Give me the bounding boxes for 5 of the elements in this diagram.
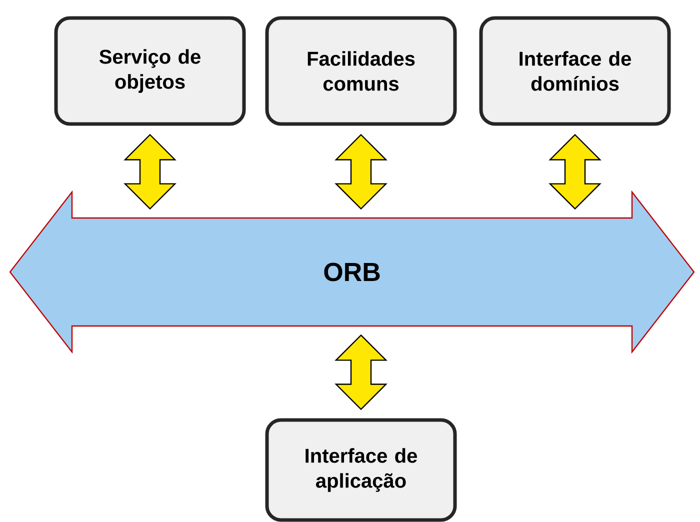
rounded-box: Serviço de objetos <box>54 16 246 126</box>
rounded-box: Facilidades comuns <box>265 16 457 126</box>
double-arrow-band: ORB <box>9 190 695 354</box>
rounded-box: Interface de domínios <box>479 16 671 126</box>
rounded-box: Interface de aplicação <box>265 418 457 522</box>
